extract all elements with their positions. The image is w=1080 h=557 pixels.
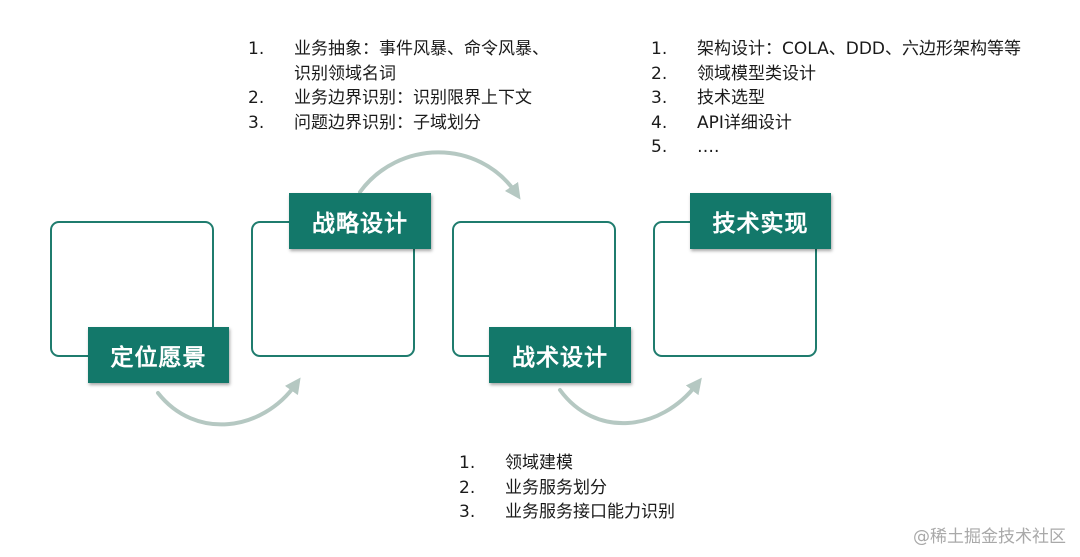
- strategy-steps-list: 1. 业务抽象：事件风暴、命令风暴、 识别领域名词 2. 业务边界识别：识别限界上下…: [248, 37, 549, 135]
- step-text: 业务抽象：事件风暴、命令风暴、: [294, 39, 549, 59]
- list-item: 2. 业务边界识别：识别限界上下文: [248, 86, 549, 111]
- list-item: 5. ….: [651, 135, 1021, 160]
- step-text: API详细设计: [697, 112, 792, 133]
- step-number: 5.: [651, 137, 668, 157]
- step-text: 业务服务划分: [505, 477, 607, 498]
- step-number: 1.: [459, 453, 476, 473]
- step-text: 技术选型: [697, 88, 765, 108]
- step-text: 架构设计：COLA、DDD、六边形架构等等: [697, 39, 1022, 59]
- step-number: 1.: [651, 39, 668, 59]
- list-item: 1. 架构设计：COLA、DDD、六边形架构等等: [651, 37, 1021, 62]
- tactics-steps-list: 1. 领域建模 2. 业务服务划分 3. 业务服务接口能力识别: [459, 451, 675, 525]
- stage-label-vision: 定位愿景: [88, 327, 229, 383]
- list-item: 2. 领域模型类设计: [651, 62, 1021, 87]
- step-number: 4.: [651, 112, 668, 133]
- list-item: 3. 问题边界识别：子域划分: [248, 111, 549, 136]
- step-text: 问题边界识别：子域划分: [294, 112, 481, 133]
- step-text: ….: [697, 137, 720, 157]
- stage-label-tactics: 战术设计: [489, 327, 631, 383]
- arrow-vision-to-strategy: [156, 377, 301, 427]
- list-item: 3. 技术选型: [651, 86, 1021, 111]
- step-text: 领域模型类设计: [697, 63, 816, 84]
- arrow-strategy-to-tactics: [358, 150, 521, 200]
- stage-label-strategy: 战略设计: [289, 193, 431, 249]
- step-text: 业务边界识别：识别限界上下文: [294, 88, 532, 108]
- step-number: 3.: [651, 88, 668, 108]
- step-text: 业务服务接口能力识别: [505, 502, 675, 522]
- list-item: 3. 业务服务接口能力识别: [459, 500, 675, 525]
- step-number: 2.: [459, 477, 476, 498]
- arrow-tactics-to-tech: [558, 377, 702, 425]
- step-number: 2.: [651, 63, 668, 84]
- step-number: 3.: [459, 502, 476, 522]
- tech-steps-list: 1. 架构设计：COLA、DDD、六边形架构等等 2. 领域模型类设计 3. 技术选型…: [651, 37, 1021, 160]
- list-item: 2. 业务服务划分: [459, 476, 675, 501]
- step-number: 3.: [248, 112, 265, 133]
- step-text: 识别领域名词: [294, 63, 396, 84]
- watermark: @稀土掘金技术社区: [913, 527, 1066, 547]
- list-item: 识别领域名词: [248, 62, 549, 87]
- step-number: 2.: [248, 88, 265, 108]
- list-item: 1. 业务抽象：事件风暴、命令风暴、: [248, 37, 549, 62]
- list-item: 1. 领域建模: [459, 451, 675, 476]
- step-text: 领域建模: [505, 453, 573, 473]
- list-item: 4. API详细设计: [651, 111, 1021, 136]
- stage-label-tech: 技术实现: [690, 193, 831, 249]
- step-number: 1.: [248, 39, 265, 59]
